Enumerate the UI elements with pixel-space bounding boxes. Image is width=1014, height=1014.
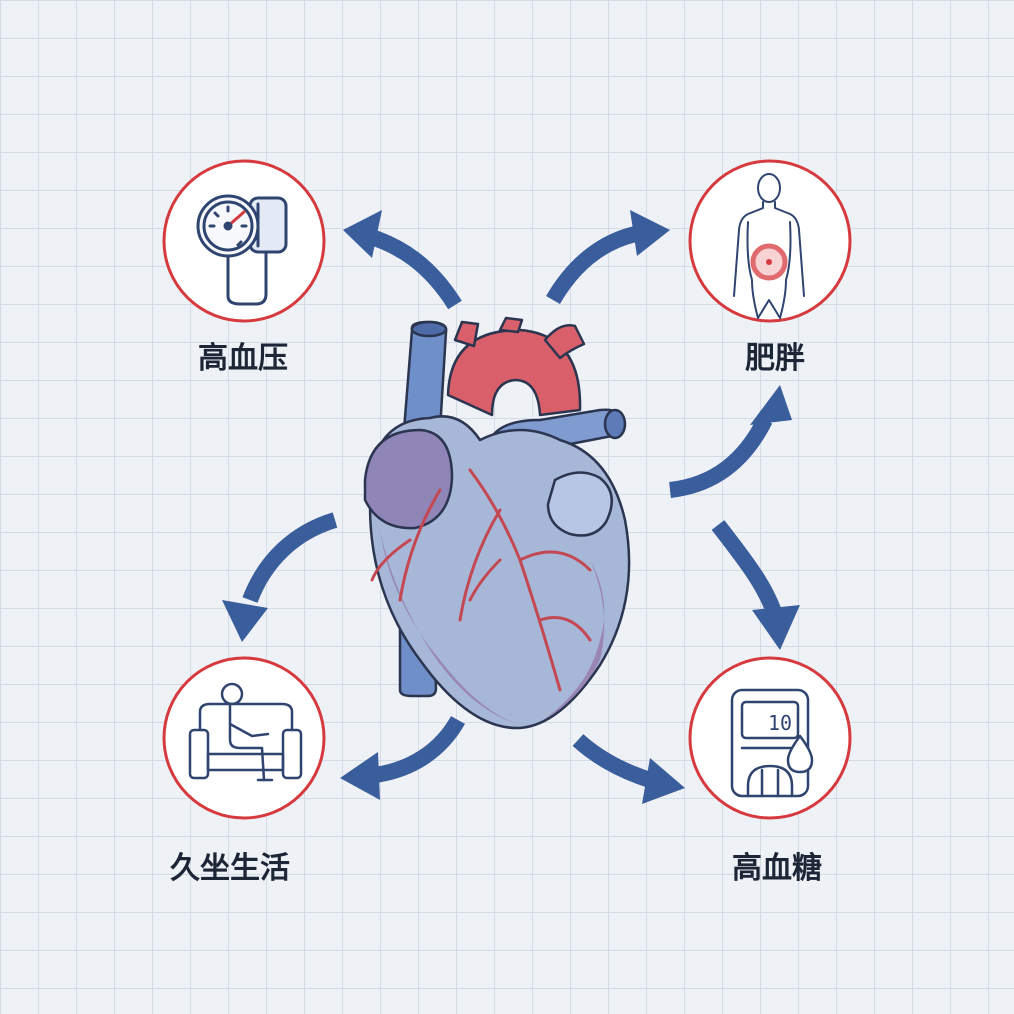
- body-abdomen-icon: [733, 173, 805, 319]
- arrow-head-sedentary-upper: [222, 600, 268, 642]
- label-hypertension: 高血压: [198, 341, 288, 376]
- arrow-to-obesity: [546, 225, 642, 305]
- labels: 高血压 肥胖 久坐生活 高血糖: [170, 341, 822, 886]
- arrow-head-hypertension: [343, 210, 382, 258]
- arrow-head-hyperglycemia-lower: [642, 758, 685, 804]
- arrows: [222, 210, 800, 804]
- arrow-to-sedentary-lower: [373, 715, 465, 783]
- blood-pressure-gauge-icon: [196, 194, 288, 306]
- arrow-head-sedentary-lower: [340, 752, 380, 800]
- arrow-head-obesity: [630, 210, 670, 256]
- arrow-heart-to-obesity-label: [668, 416, 773, 498]
- arrow-to-hyperglycemia-upper: [711, 520, 783, 618]
- arrow-to-sedentary-upper: [242, 512, 338, 603]
- label-hyperglycemia: 高血糖: [732, 851, 822, 886]
- person-on-sofa-icon: [188, 682, 303, 782]
- arrow-head-hyperglycemia-upper: [752, 605, 800, 650]
- glucose-meter-icon: 10: [730, 688, 814, 798]
- arrow-head-obesity-label: [750, 385, 792, 425]
- glucose-reading: 10: [768, 711, 792, 735]
- anatomical-heart-icon: [363, 316, 631, 730]
- arrow-to-hyperglycemia-lower: [572, 733, 653, 788]
- arrow-to-hypertension: [362, 227, 462, 310]
- label-sedentary: 久坐生活: [170, 851, 290, 886]
- ring-obesity: [688, 159, 852, 323]
- label-obesity: 肥胖: [745, 341, 805, 376]
